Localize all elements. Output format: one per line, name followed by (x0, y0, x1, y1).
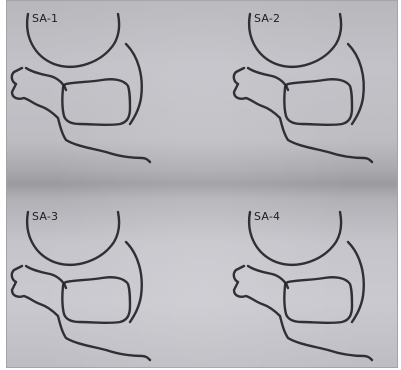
panel-label-sa-4: SA-4 (254, 210, 280, 223)
panel-label-sa-2: SA-2 (254, 12, 280, 25)
panel-sa-1: SA-1 (12, 12, 150, 162)
panel-sa-4: SA-4 (234, 210, 372, 360)
panel-sa-3: SA-3 (12, 210, 150, 360)
panel-label-sa-3: SA-3 (32, 210, 58, 223)
panel-sa-2: SA-2 (234, 12, 372, 162)
panel-label-sa-1: SA-1 (32, 12, 58, 25)
